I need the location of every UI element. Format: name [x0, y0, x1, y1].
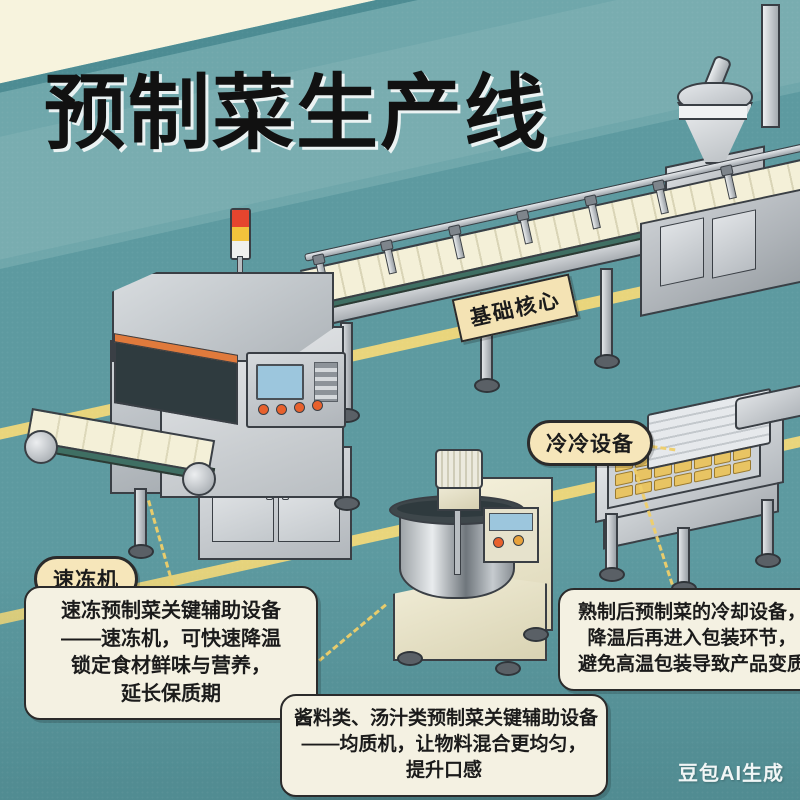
conveyor-foot: [474, 378, 500, 393]
callout-freezer-line-3: 锁定食材鲜味与营养，: [71, 655, 271, 678]
panel-vents: [314, 362, 338, 402]
cabinet-panel: [660, 217, 704, 287]
watermark: 豆包AI生成: [678, 763, 784, 785]
freezer-machine: [24, 208, 370, 560]
lcd-screen: [256, 364, 304, 400]
cooler-leg: [605, 513, 618, 575]
callout-freezer-line-1: 速冻预制菜关键辅助设备: [61, 600, 281, 622]
callout-homogenizer: 酱料类、汤汁类预制菜关键辅助设备 ——均质机，让物料混合更均匀， 提升口感: [280, 694, 608, 797]
stack-light-yellow: [232, 227, 249, 241]
cooler-leg: [677, 527, 690, 589]
stack-light: [230, 208, 251, 260]
mixer-shaft: [454, 503, 461, 575]
callout-cooler-line-3: 避免高温包装导致产品变质: [577, 654, 800, 676]
freezer-foot: [128, 544, 154, 559]
cooling-unit: [595, 383, 800, 596]
callout-homogenizer-line-1: 酱料类、汤汁类预制菜关键辅助设备: [294, 708, 599, 729]
panel-button[interactable]: [258, 404, 269, 415]
cabinet-panel: [712, 209, 756, 279]
cooler-foot: [599, 567, 625, 582]
callout-freezer-line-4: 延长保质期: [121, 682, 221, 705]
homogenizer-machine: [375, 449, 565, 685]
lcd-screen: [489, 513, 533, 531]
freezer-foot: [334, 496, 360, 511]
stack-light-red: [232, 210, 249, 227]
belt-roller: [182, 462, 216, 496]
panel-button[interactable]: [294, 402, 305, 413]
conveyor-leg: [600, 268, 613, 362]
vertical-pipe: [761, 4, 780, 128]
control-panel[interactable]: [246, 352, 346, 428]
hopper-band: [679, 104, 747, 120]
cooler-foot: [755, 553, 781, 568]
homogenizer-panel[interactable]: [483, 507, 539, 563]
homogenizer-foot: [397, 651, 423, 666]
motor-housing: [435, 449, 483, 489]
stack-light-white: [232, 241, 249, 258]
panel-button[interactable]: [276, 404, 287, 415]
panel-button[interactable]: [493, 537, 504, 548]
callout-cooler-line-1: 熟制后预制菜的冷却设备，: [577, 602, 800, 623]
callout-freezer-line-2: ——速冻机，可快速降温: [61, 627, 281, 650]
filling-hopper: [645, 4, 800, 272]
page-title: 预制菜生产线: [44, 68, 549, 159]
belt-roller: [24, 430, 58, 464]
panel-button[interactable]: [312, 400, 323, 411]
badge-cooling-equipment: 冷冷设备: [527, 420, 653, 466]
homogenizer-foot: [495, 661, 521, 676]
callout-freezer: 速冻预制菜关键辅助设备 ——速冻机，可快速降温 锁定食材鲜味与营养， 延长保质期: [24, 586, 318, 721]
callout-cooler: 熟制后预制菜的冷却设备， 降温后再进入包装环节， 避免高温包装导致产品变质: [558, 588, 800, 691]
conveyor-foot: [594, 354, 620, 369]
callout-homogenizer-line-2: ——均质机，让物料混合更均匀，: [301, 734, 587, 756]
homogenizer-foot: [523, 627, 549, 642]
callout-cooler-line-2: 降温后再进入包装环节，: [587, 628, 797, 650]
callout-homogenizer-line-3: 提升口感: [405, 760, 482, 782]
freezer-leg: [134, 488, 147, 552]
cooler-leg: [761, 499, 774, 561]
panel-button[interactable]: [513, 535, 524, 546]
